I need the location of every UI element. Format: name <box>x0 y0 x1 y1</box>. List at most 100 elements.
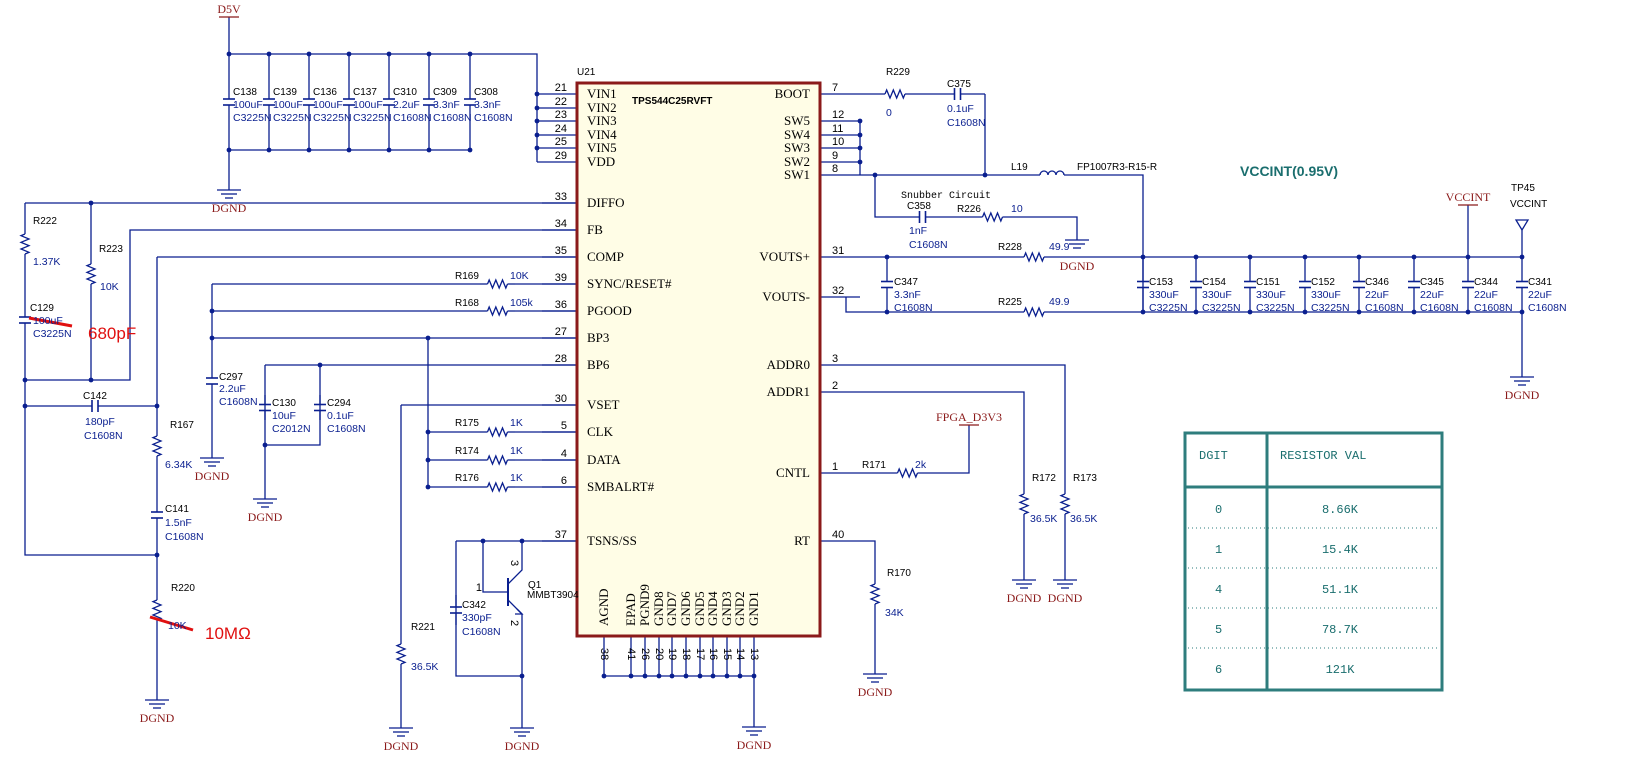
r226 <box>981 211 1004 223</box>
c347-package: C1608N <box>894 302 933 314</box>
r172-value: 36.5K <box>1030 513 1057 525</box>
r171-ref: R171 <box>862 460 886 471</box>
ground-label: DGND <box>1007 591 1042 605</box>
pin-number-13: 13 <box>748 648 760 660</box>
table-header-digit: DGIT <box>1199 449 1228 463</box>
output-cap-value: 330uF <box>1149 289 1179 301</box>
c347-ref: C347 <box>894 277 918 288</box>
c342-ref: C342 <box>462 600 486 611</box>
pin-number-39: 39 <box>555 272 567 284</box>
r171 <box>896 467 919 479</box>
input-cap-value: 100uF <box>233 99 263 111</box>
junction-dot <box>209 308 215 314</box>
c375-ref: C375 <box>947 79 971 90</box>
input-cap-package: C3225N <box>273 112 312 124</box>
pin-number-19: 19 <box>666 648 678 660</box>
pin-number-18: 18 <box>680 648 692 660</box>
pin-number-16: 16 <box>707 648 719 660</box>
c129-replacement-value: 680pF <box>88 324 136 343</box>
wire <box>860 391 1025 490</box>
junction-dot <box>425 429 431 435</box>
r173-value: 36.5K <box>1070 513 1097 525</box>
pin-number-21: 21 <box>555 82 567 94</box>
inductor-l19 <box>1039 170 1065 176</box>
junction-dot <box>534 145 540 151</box>
output-cap-value: 22uF <box>1365 289 1389 301</box>
wire <box>935 425 970 474</box>
pin-number-35: 35 <box>555 245 567 257</box>
pin-name-29: VDD <box>587 154 615 169</box>
c141-value: 1.5nF <box>165 517 192 529</box>
vccint-title: VCCINT(0.95V) <box>1240 163 1338 179</box>
output-cap-value: 22uF <box>1474 289 1498 301</box>
r167-value: 6.34K <box>165 459 192 471</box>
c142-ref: C142 <box>83 391 107 402</box>
junction-dot <box>262 442 268 448</box>
table-cell-resistor: 121K <box>1326 663 1356 677</box>
pin-name-1: CNTL <box>776 465 810 480</box>
pin-number-8: 8 <box>832 163 838 175</box>
tp45-ref: TP45 <box>1511 183 1535 194</box>
pin-number-36: 36 <box>555 299 567 311</box>
output-cap-value: 330uF <box>1311 289 1341 301</box>
r167-ref: R167 <box>170 420 194 431</box>
pin-number-33: 33 <box>555 191 567 203</box>
pin-number-5: 5 <box>561 420 567 432</box>
r220 <box>151 599 163 621</box>
pin-name-24: VIN4 <box>587 127 617 142</box>
pin-number-38: 38 <box>598 648 610 660</box>
junction-dot <box>857 145 863 151</box>
wire <box>845 297 1000 313</box>
c142-value: 180pF <box>85 416 115 428</box>
input-cap-package: C3225N <box>233 112 272 124</box>
q1-pin-collector: 3 <box>508 560 520 566</box>
c141-package: C1608N <box>165 531 204 543</box>
output-cap-value: 330uF <box>1256 289 1286 301</box>
input-cap-package: C3225N <box>353 112 392 124</box>
output-cap-package: C1608N <box>1528 302 1567 314</box>
output-cap-ref: C346 <box>1365 277 1389 288</box>
table-cell-resistor: 8.66K <box>1322 503 1359 517</box>
pin-name-38: AGND <box>596 588 611 626</box>
junction-dot <box>710 673 716 679</box>
r170-ref: R170 <box>887 568 911 579</box>
r176 <box>486 481 509 493</box>
output-cap-value: 330uF <box>1202 289 1232 301</box>
c130-package: C2012N <box>272 423 311 435</box>
r168 <box>486 305 509 317</box>
output-cap-value: 22uF <box>1420 289 1444 301</box>
wires <box>22 17 1525 728</box>
r171-value: 2k <box>915 459 927 471</box>
pin-number-31: 31 <box>832 245 844 257</box>
wire <box>482 541 508 593</box>
pin-name-4: DATA <box>587 452 621 467</box>
pin-name-23: VIN3 <box>587 113 617 128</box>
test-point-tp45 <box>1514 219 1530 232</box>
input-cap-value: 3.3nF <box>433 99 460 111</box>
junction-dot <box>88 377 94 383</box>
table-cell-digit: 0 <box>1215 503 1222 517</box>
junction-dot <box>857 118 863 124</box>
pin-name-22: VIN2 <box>587 100 617 115</box>
junction-dot <box>872 172 878 178</box>
pin-name-7: BOOT <box>775 86 810 101</box>
r173 <box>1059 493 1071 515</box>
r173-ref: R173 <box>1073 473 1097 484</box>
pin-number-17: 17 <box>694 648 706 660</box>
ground-label: DGND <box>212 201 247 215</box>
pin-name-36: PGOOD <box>587 303 632 318</box>
junction-dot <box>425 484 431 490</box>
pin-name-6: SMBALRT# <box>587 479 655 494</box>
wire <box>229 53 538 162</box>
labels: U21TPS544C25RVFTVIN121VIN222VIN323VIN424… <box>30 2 1567 753</box>
pin-name-26: PGND9 <box>637 584 652 626</box>
output-cap-value: 22uF <box>1528 289 1552 301</box>
junction-dot <box>534 118 540 124</box>
wire <box>860 364 1066 490</box>
pin-name-15: GND3 <box>719 591 734 626</box>
l19-value: FP1007R3-R15-R <box>1077 162 1157 173</box>
table-cell-resistor: 78.7K <box>1322 623 1359 637</box>
r223-ref: R223 <box>99 244 123 255</box>
input-cap-ref: C138 <box>233 87 257 98</box>
junction-dot <box>737 673 743 679</box>
